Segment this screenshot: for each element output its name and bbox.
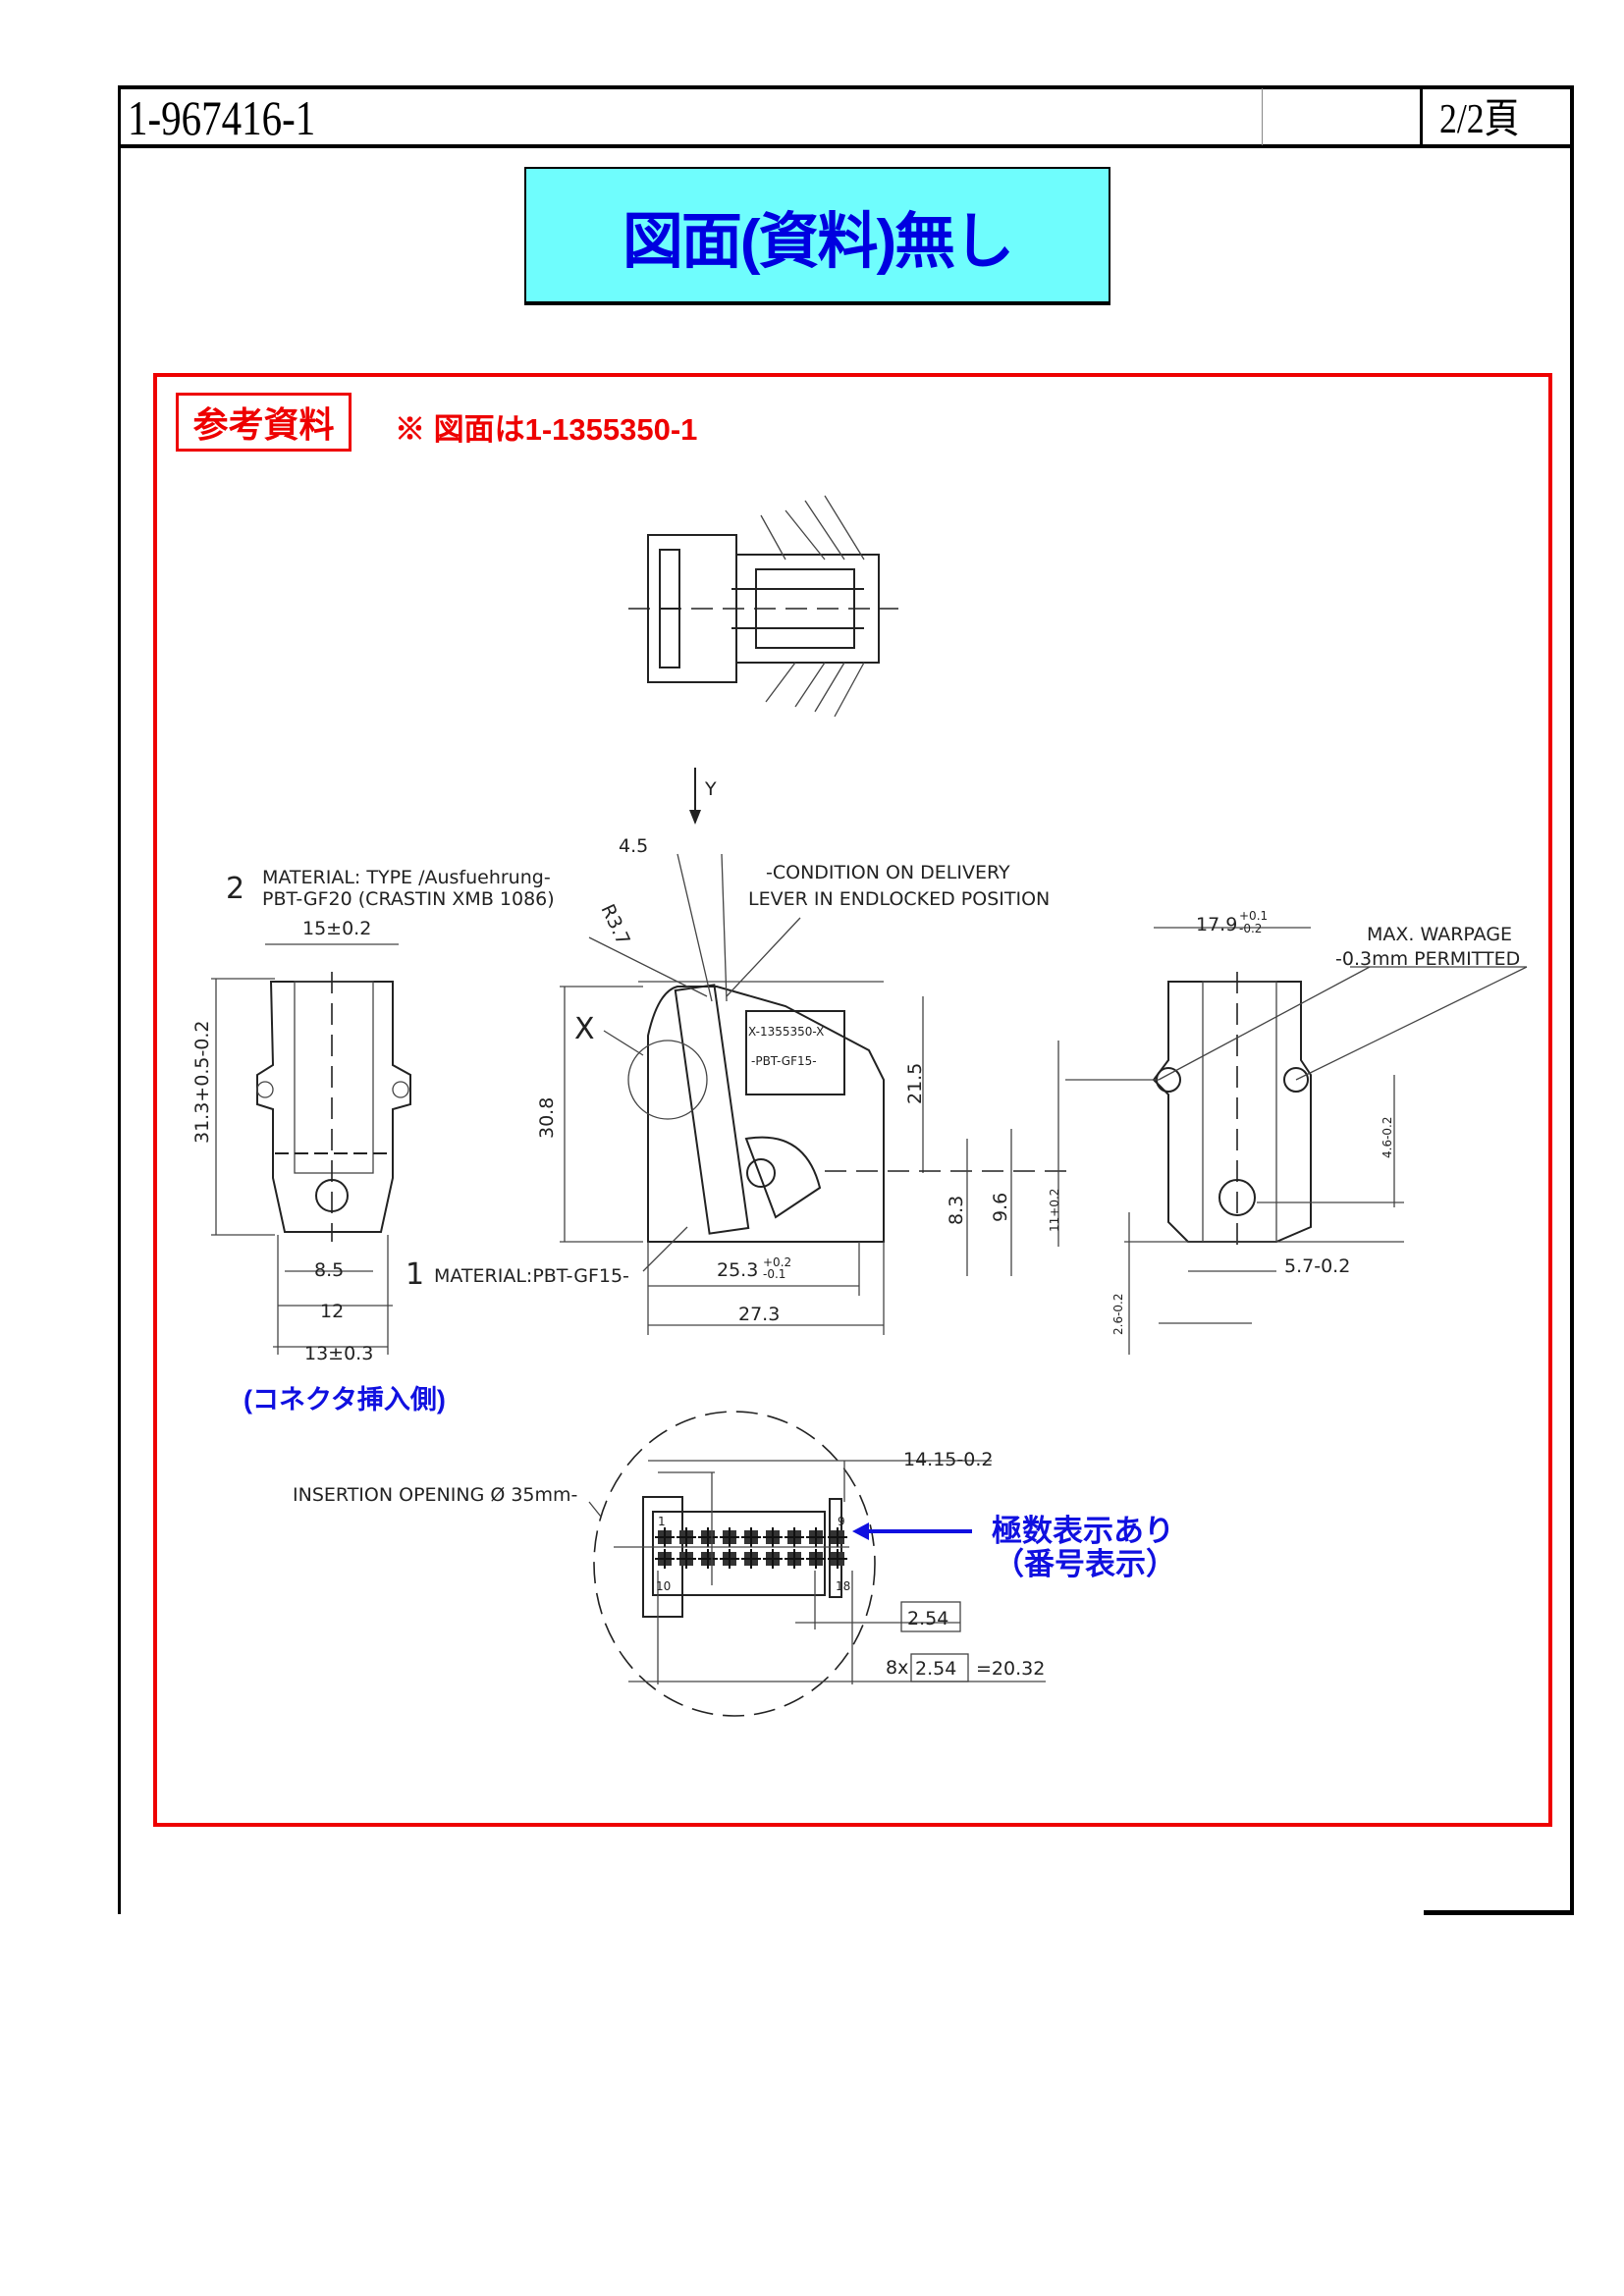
contact-pin [763,1527,783,1547]
dim-12: 12 [320,1301,344,1322]
dim-5-7: 5.7-0.2 [1284,1255,1350,1277]
rear-view [1065,927,1528,1355]
pin-label-1: 1 [658,1515,666,1528]
delivery-condition: -CONDITION ON DELIVERY [766,862,1010,883]
contact-pin [720,1527,739,1547]
pitch-total: =20.32 [976,1658,1045,1680]
no-drawing-banner: 図面(資料)無し [524,167,1110,305]
contact-pin [698,1549,718,1569]
dim-4-6: 4.6-0.2 [1380,1117,1394,1159]
side-view [560,853,1070,1335]
contact-pin [806,1549,826,1569]
dim-14-15: 14.15-0.2 [903,1449,993,1470]
contact-pin [828,1527,847,1547]
dim-31-3: 31.3+0.5-0.2 [191,1020,213,1144]
detail-x-label: X [574,1012,595,1046]
pin-label-10: 10 [656,1579,671,1593]
dim-25-3-tol-down: -0.1 [763,1267,785,1281]
dim-30-8: 30.8 [536,1097,558,1139]
pitch-count: 8x [886,1657,908,1679]
contact-pin [720,1549,739,1569]
dim-8-3: 8.3 [946,1196,967,1225]
part-label-number: X-1355350-X [748,1025,824,1039]
document-number: 1-967416-1 [128,90,316,145]
contact-pin [741,1549,761,1569]
reference-note: ※ 図面は1-1355350-1 [395,412,698,447]
item-1-number: 1 [406,1257,424,1292]
reference-label-text: 参考資料 [192,404,335,445]
pin-label-18: 18 [836,1579,850,1593]
warpage-note: -0.3mm PERMITTED [1335,948,1520,970]
dim-9-6: 9.6 [990,1193,1011,1222]
dim-17-9: 17.9 [1196,914,1237,935]
y-axis-arrowhead [689,810,701,825]
mating-face-view [588,1411,1046,1717]
top-view [628,495,898,718]
item-2-material: MATERIAL: TYPE /Ausfuehrung- [262,867,551,888]
contact-pin [677,1527,696,1547]
contact-pin [806,1527,826,1547]
header-cell-divider [1420,88,1423,145]
contact-pin [677,1549,696,1569]
dim-13: 13±0.3 [304,1343,373,1364]
item-2-grade: PBT-GF20 (CRASTIN XMB 1086) [262,888,555,910]
insertion-opening-circle [593,1411,876,1717]
item-1-material: MATERIAL:PBT-GF15- [434,1265,629,1287]
warpage-title: MAX. WARPAGE [1367,924,1512,945]
contact-pin [785,1527,804,1547]
reference-label: 参考資料 [176,393,352,452]
pole-note-line2: （番号表示） [994,1547,1176,1581]
left-view [211,943,411,1355]
pole-note-arrowhead [852,1522,869,1540]
insertion-opening-label: INSERTION OPENING Ø 35mm- [293,1484,577,1506]
frame-top-border [118,85,1574,89]
pin-grid [655,1527,847,1569]
pole-note-line1: 極数表示あり [992,1514,1174,1548]
pitch-dim: 2.54 [907,1608,948,1629]
frame-left-border [118,85,121,1914]
item-2-number: 2 [226,872,244,906]
frame-right-border [1570,85,1574,1915]
pitch-count-value: 2.54 [915,1658,956,1680]
dim-17-9-tol-down: -0.2 [1239,922,1262,935]
contact-pin [828,1549,847,1569]
dim-r3-7: R3.7 [596,901,633,949]
y-axis-label: Y [704,778,717,800]
contact-pin [655,1549,675,1569]
pitch-count-box [910,1653,969,1682]
contact-pin [698,1527,718,1547]
part-label-material: -PBT-GF15- [751,1054,817,1068]
dim-15: 15±0.2 [302,918,371,939]
banner-text: 図面(資料)無し [622,207,1014,276]
dim-11: 11+0.2 [1048,1189,1061,1232]
page-number: 2/2頁 [1439,97,1520,142]
dim-25-3: 25.3 [717,1259,758,1281]
contact-pin [763,1549,783,1569]
lever-position: LEVER IN ENDLOCKED POSITION [748,888,1050,910]
dim-4-5: 4.5 [619,835,648,857]
header-cell-divider [1262,88,1263,145]
pitch-box [900,1601,961,1632]
dim-2-6: 2.6-0.2 [1111,1294,1125,1336]
contact-pin [785,1549,804,1569]
contact-pin [655,1527,675,1547]
dim-25-3-tol-up: +0.2 [763,1255,791,1269]
pin-label-9: 9 [838,1515,845,1528]
dim-17-9-tol-up: +0.1 [1239,909,1268,923]
dim-21-5: 21.5 [904,1063,926,1104]
dim-27-3: 27.3 [738,1304,780,1325]
reference-frame [153,373,1552,1827]
contact-pin [741,1527,761,1547]
insertion-side-label: (コネクタ挿入側) [244,1385,446,1415]
bottom-rule [1424,1910,1574,1915]
header-divider [118,144,1574,148]
dim-8-5: 8.5 [314,1259,344,1281]
